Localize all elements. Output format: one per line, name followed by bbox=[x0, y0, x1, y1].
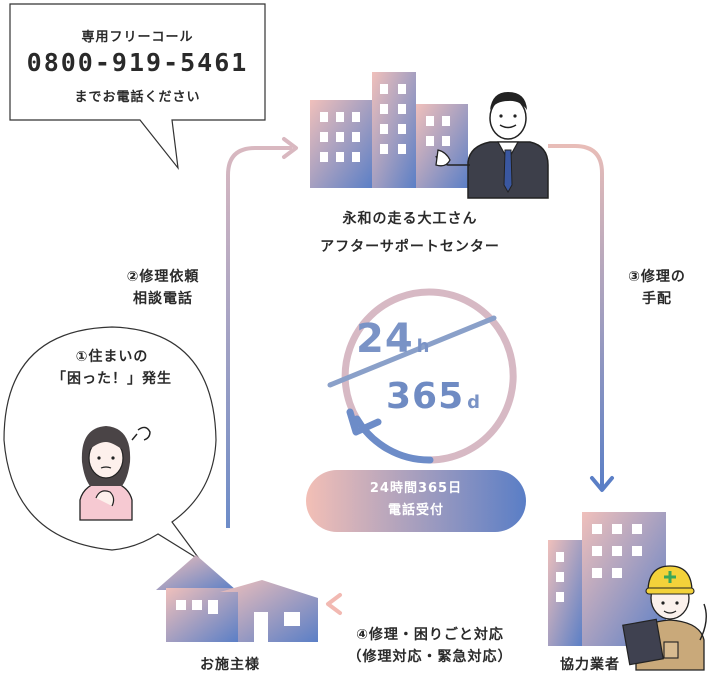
step2-line1: ②修理依頼 bbox=[126, 269, 200, 285]
button-line2: 電話受付 bbox=[387, 503, 444, 518]
step1-line2: 「困った！」発生 bbox=[52, 371, 172, 387]
step1-label: ①住まいの 「困った！」発生 bbox=[24, 346, 200, 390]
office-buildings-icon bbox=[310, 72, 468, 188]
hours-value: 24 bbox=[356, 316, 414, 362]
toll-free-number[interactable]: 0800-919-5461 bbox=[26, 48, 249, 77]
support-center-line1: 永和の走る大工さん bbox=[342, 211, 478, 227]
round-the-clock-badge bbox=[327, 288, 517, 464]
step3-line2: 手配 bbox=[642, 291, 672, 307]
support-center-name: 永和の走る大工さん アフターサポートセンター bbox=[300, 208, 520, 258]
step4-label: ④修理・困りごと対応 （修理対応・緊急対応） bbox=[330, 624, 530, 668]
step4-line1: ④修理・困りごと対応 bbox=[356, 627, 504, 643]
support-center-line2: アフターサポートセンター bbox=[320, 239, 500, 255]
phone-callout-box bbox=[9, 3, 266, 171]
days-value: 365 bbox=[386, 376, 465, 417]
businessman-icon bbox=[435, 92, 549, 199]
button-line1: 24時間365日 bbox=[369, 481, 463, 496]
call-reception-button[interactable]: 24時間365日 電話受付 bbox=[306, 478, 526, 522]
step2-label: ②修理依頼 相談電話 bbox=[108, 266, 218, 310]
hours-unit: h bbox=[416, 336, 431, 357]
callout-line3: までお電話ください bbox=[74, 90, 201, 105]
flow-arrow-center-to-contractor bbox=[548, 144, 614, 492]
step4-line2: （修理対応・緊急対応） bbox=[347, 649, 513, 665]
flow-arrow-contractor-to-owner bbox=[326, 593, 528, 615]
flow-arrow-owner-to-center bbox=[226, 137, 298, 528]
contractor-label: 協力業者 bbox=[560, 657, 620, 673]
owner-label: お施主様 bbox=[200, 657, 260, 673]
construction-worker-icon bbox=[622, 565, 707, 671]
step1-line1: ①住まいの bbox=[75, 349, 149, 365]
step2-line2: 相談電話 bbox=[133, 291, 193, 307]
house-icon bbox=[156, 555, 318, 642]
days-unit: d bbox=[467, 392, 482, 413]
step3-line1: ③修理の bbox=[628, 269, 686, 285]
worried-woman-icon bbox=[79, 426, 151, 521]
callout-line1: 専用フリーコール bbox=[81, 30, 194, 45]
step3-label: ③修理の 手配 bbox=[612, 266, 702, 310]
call-reception-button-bg bbox=[306, 470, 526, 532]
